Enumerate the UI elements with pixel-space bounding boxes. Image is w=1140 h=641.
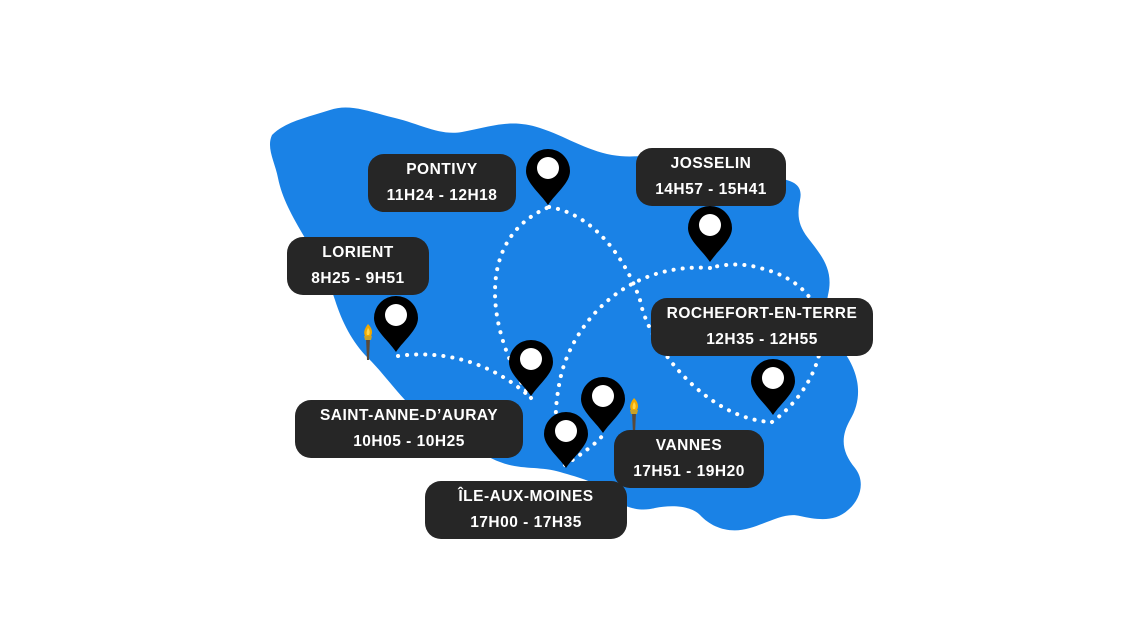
torch-icon — [630, 398, 638, 434]
label-time: 12H35 - 12H55 — [706, 331, 818, 348]
route-pontivy-rochefort — [547, 205, 774, 424]
label-lorient: LORIENT 8H25 - 9H51 — [287, 237, 429, 295]
label-vannes: VANNES 17H51 - 19H20 — [614, 430, 764, 488]
label-city: VANNES — [655, 437, 723, 454]
label-time: 17H51 - 19H20 — [633, 463, 745, 480]
label-city: ROCHEFORT-EN-TERRE — [666, 305, 858, 322]
pin-lorient[interactable] — [374, 296, 418, 352]
pin-josselin[interactable] — [688, 206, 732, 262]
route-lorient-saint-anne — [396, 352, 533, 400]
label-time: 8H25 - 9H51 — [311, 270, 405, 287]
label-time: 14H57 - 15H41 — [655, 181, 767, 198]
label-ile-aux-moines: ÎLE-AUX-MOINES 17H00 - 17H35 — [425, 481, 627, 539]
route-rochefort-josselin — [708, 262, 824, 424]
pin-vannes[interactable] — [581, 377, 625, 433]
label-time: 17H00 - 17H35 — [470, 514, 582, 531]
label-josselin: JOSSELIN 14H57 - 15H41 — [636, 148, 786, 206]
pin-ile-aux-moines[interactable] — [544, 412, 588, 468]
label-saint-anne: SAINT-ANNE-D’AURAY 10H05 - 10H25 — [295, 400, 523, 458]
label-city: ÎLE-AUX-MOINES — [458, 488, 594, 505]
label-rochefort: ROCHEFORT-EN-TERRE 12H35 - 12H55 — [651, 298, 873, 356]
label-city: SAINT-ANNE-D’AURAY — [319, 407, 499, 424]
pin-rochefort[interactable] — [751, 359, 795, 415]
label-city: PONTIVY — [406, 161, 478, 178]
route-ile-vannes — [563, 433, 605, 467]
label-pontivy: PONTIVY 11H24 - 12H18 — [368, 154, 516, 212]
label-city: JOSSELIN — [670, 155, 752, 172]
pin-pontivy[interactable] — [526, 149, 570, 205]
pin-saint-anne[interactable] — [509, 340, 553, 396]
torch-icon — [364, 324, 372, 360]
label-time: 10H05 - 10H25 — [353, 433, 465, 450]
label-time: 11H24 - 12H18 — [386, 187, 498, 204]
label-city: LORIENT — [322, 244, 394, 261]
